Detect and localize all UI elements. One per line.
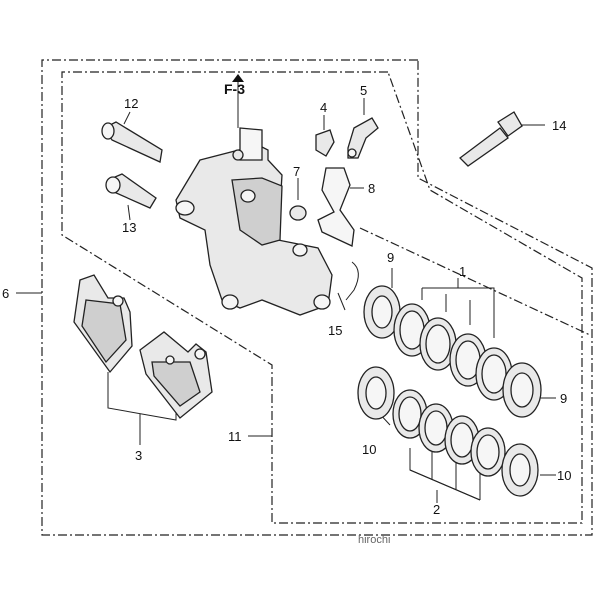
pin-bolt-upper <box>101 121 163 163</box>
callout-7: 7 <box>293 164 300 179</box>
bleed-valve <box>315 129 335 157</box>
callout-14: 14 <box>552 118 566 133</box>
callout-3: 3 <box>135 448 142 463</box>
bleed-cap <box>347 117 379 159</box>
callout-2: 2 <box>433 502 440 517</box>
seal-boundary-line <box>359 227 591 336</box>
callout-5: 5 <box>360 83 367 98</box>
pin-bolt-lower <box>105 173 157 209</box>
callout-11: 11 <box>228 429 242 444</box>
figure-reference-arrow <box>232 74 244 82</box>
bushing <box>289 205 307 221</box>
callout-8: 8 <box>368 181 375 196</box>
callout-1: 1 <box>459 264 466 279</box>
figure-reference-label: F-3 <box>224 81 245 97</box>
brake-pad-inner <box>139 331 213 419</box>
caliper-mounting-bolt <box>459 111 523 167</box>
lower-piston-stack <box>357 366 539 497</box>
pad-spring <box>317 167 355 247</box>
pad-pin-clip <box>345 261 359 301</box>
outer-assembly-boundary <box>41 59 593 536</box>
figure-reference: F-3 <box>224 74 245 128</box>
callout-4: 4 <box>320 100 327 115</box>
callout-10-left: 10 <box>362 442 376 457</box>
callout-6: 6 <box>2 286 9 301</box>
callout-10-right: 10 <box>557 468 571 483</box>
callout-9-upper: 9 <box>387 250 394 265</box>
leader-lines <box>16 98 556 503</box>
callout-13: 13 <box>122 220 136 235</box>
upper-piston-stack <box>363 285 542 418</box>
callout-9-lower: 9 <box>560 391 567 406</box>
callout-12: 12 <box>124 96 138 111</box>
caliper-body <box>175 127 333 316</box>
watermark: hirochi <box>358 534 390 546</box>
callout-labels: 1 2 3 4 5 6 7 8 9 9 10 10 11 12 13 14 15 <box>2 83 571 517</box>
caliper-body-boundary <box>61 71 583 524</box>
callout-15: 15 <box>328 323 342 338</box>
assembly-boundaries <box>41 59 593 536</box>
brake-pad-outer <box>73 274 133 374</box>
